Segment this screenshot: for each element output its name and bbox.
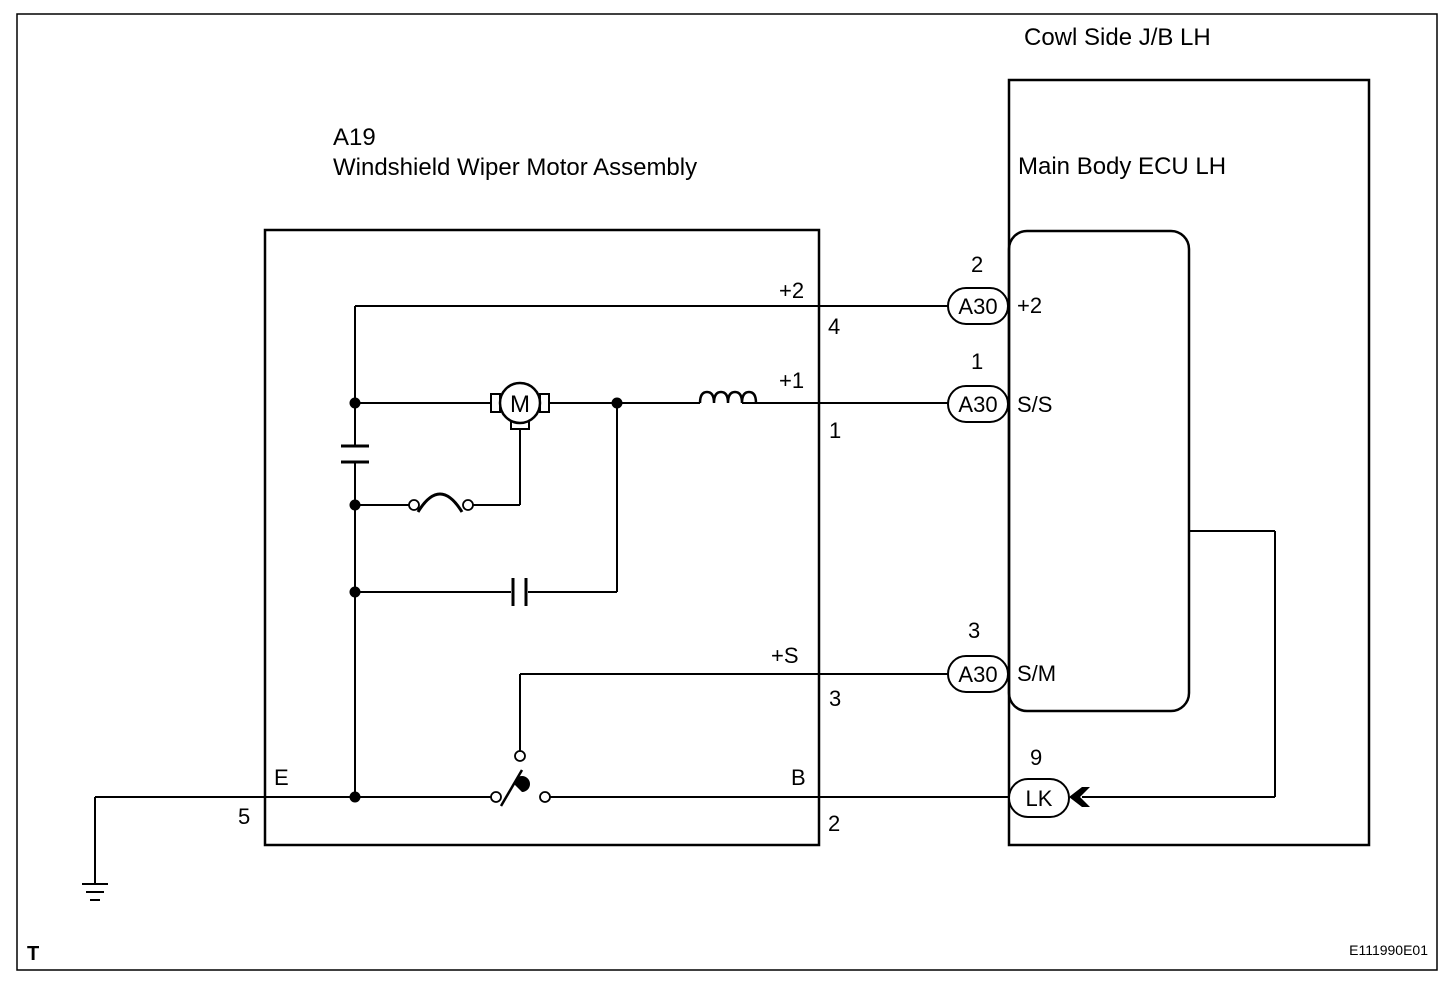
junction-dot	[611, 397, 623, 409]
lk-connector-label: LK	[1026, 786, 1053, 811]
motor-icon: M	[490, 381, 550, 430]
ecu-pin-name: S/S	[1017, 392, 1052, 417]
motor-assembly-title: Windshield Wiper Motor Assembly	[333, 154, 697, 181]
ecu-box	[1007, 229, 1191, 713]
ecu-pin-ss: 1 A30 S/S	[947, 349, 1052, 423]
junction-dot	[349, 499, 361, 511]
terminal-B-label: B	[791, 765, 806, 790]
terminal-plusS-pin: 3	[829, 686, 841, 711]
ecu-pin-number: 2	[971, 252, 983, 277]
junction-block-title: Cowl Side J/B LH	[1024, 24, 1211, 51]
terminal-plusS-label: +S	[771, 643, 799, 668]
connector-label: A30	[958, 294, 997, 319]
terminal-plus2-pin: 4	[828, 314, 840, 339]
coil-icon	[698, 390, 758, 404]
cam-switch-icon	[490, 750, 551, 807]
junction-dot	[349, 791, 361, 803]
terminal-plus2-label: +2	[779, 278, 804, 303]
ecu-pin-sm: 3 A30 S/M	[947, 618, 1056, 693]
connector-label: A30	[958, 392, 997, 417]
motor-assembly-box	[263, 228, 821, 847]
lk-pin-number: 9	[1030, 745, 1042, 770]
connector-arrow-icon	[1069, 787, 1090, 807]
ecu-pin-number: 1	[971, 349, 983, 374]
ecu-pin-name: S/M	[1017, 661, 1056, 686]
ecu-title: Main Body ECU LH	[1018, 153, 1226, 180]
footer-right-code: E111990E01	[1349, 942, 1428, 958]
ecu-pin-plus2: 2 A30 +2	[947, 252, 1042, 325]
terminal-plus1-label: +1	[779, 368, 804, 393]
lk-connector: 9 LK	[1008, 745, 1070, 818]
terminal-E-label: E	[274, 765, 289, 790]
terminal-B-pin: 2	[828, 811, 840, 836]
ecu-pin-number: 3	[968, 618, 980, 643]
motor-symbol: M	[510, 391, 530, 418]
footer-left-code: T	[27, 943, 39, 965]
circuit-breaker-icon	[408, 492, 474, 513]
ecu-pin-name: +2	[1017, 293, 1042, 318]
junction-dot	[349, 586, 361, 598]
terminal-E-pin: 5	[238, 804, 250, 829]
outer-frame	[16, 13, 1438, 971]
motor-assembly-code: A19	[333, 124, 376, 151]
terminal-plus1-pin: 1	[829, 418, 841, 443]
junction-dot	[349, 397, 361, 409]
connector-label: A30	[958, 662, 997, 687]
ground-icon	[82, 883, 108, 901]
